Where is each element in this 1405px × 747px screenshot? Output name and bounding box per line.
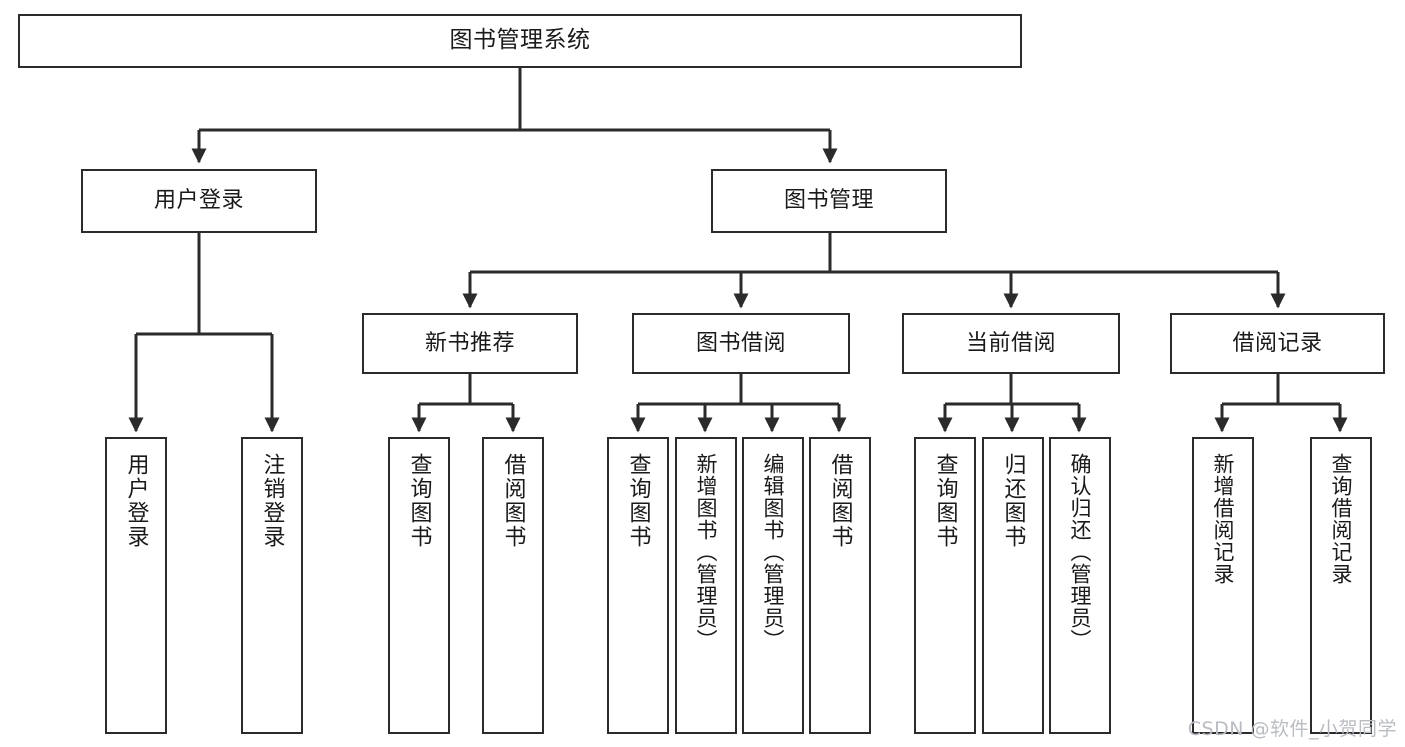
node-label: 确认归还（管理员） — [1068, 453, 1093, 651]
node-leaf-borrow-book-recommend[interactable]: 借阅图书 — [482, 437, 544, 734]
node-current-borrow[interactable]: 当前借阅 — [902, 313, 1120, 374]
node-leaf-query-book-current[interactable]: 查询图书 — [914, 437, 976, 734]
node-label: 借阅图书 — [500, 453, 526, 549]
node-label: 借阅记录 — [1232, 330, 1323, 356]
node-borrow-record[interactable]: 借阅记录 — [1170, 313, 1385, 374]
node-label: 用户登录 — [123, 453, 149, 549]
node-leaf-add-book-admin[interactable]: 新增图书（管理员） — [675, 437, 737, 734]
node-label: 当前借阅 — [965, 330, 1056, 356]
node-label: 借阅图书 — [827, 453, 853, 549]
node-leaf-user-login[interactable]: 用户登录 — [105, 437, 167, 734]
node-leaf-borrow-book[interactable]: 借阅图书 — [809, 437, 871, 734]
node-leaf-query-book-borrow[interactable]: 查询图书 — [607, 437, 669, 734]
node-label: 注销登录 — [259, 453, 285, 549]
node-user-login[interactable]: 用户登录 — [81, 169, 317, 233]
node-book-management[interactable]: 图书管理 — [711, 169, 947, 233]
node-label: 图书借阅 — [695, 330, 786, 356]
node-leaf-query-book-recommend[interactable]: 查询图书 — [388, 437, 450, 734]
node-leaf-return-book[interactable]: 归还图书 — [982, 437, 1044, 734]
node-label: 图书管理 — [783, 188, 874, 214]
node-leaf-edit-book-admin[interactable]: 编辑图书（管理员） — [742, 437, 804, 734]
node-label: 新书推荐 — [424, 330, 515, 356]
node-label: 查询图书 — [406, 453, 432, 549]
node-label: 图书管理系统 — [449, 27, 591, 54]
node-label: 用户登录 — [153, 188, 244, 214]
node-leaf-query-borrow-record[interactable]: 查询借阅记录 — [1310, 437, 1372, 734]
node-leaf-add-borrow-record[interactable]: 新增借阅记录 — [1192, 437, 1254, 734]
node-label: 归还图书 — [1000, 453, 1026, 549]
node-leaf-logout[interactable]: 注销登录 — [241, 437, 303, 734]
node-label: 新增图书（管理员） — [694, 453, 719, 651]
node-label: 编辑图书（管理员） — [761, 453, 786, 651]
node-label: 查询图书 — [625, 453, 651, 549]
node-new-book-recommend[interactable]: 新书推荐 — [362, 313, 578, 374]
node-label: 查询图书 — [932, 453, 958, 549]
node-root-system[interactable]: 图书管理系统 — [18, 14, 1022, 68]
node-book-borrow[interactable]: 图书借阅 — [632, 313, 850, 374]
watermark-text: CSDN @软件_小贺同学 — [1187, 718, 1397, 740]
node-leaf-confirm-return-admin[interactable]: 确认归还（管理员） — [1049, 437, 1111, 734]
node-label: 查询借阅记录 — [1329, 453, 1354, 585]
node-label: 新增借阅记录 — [1211, 453, 1236, 585]
